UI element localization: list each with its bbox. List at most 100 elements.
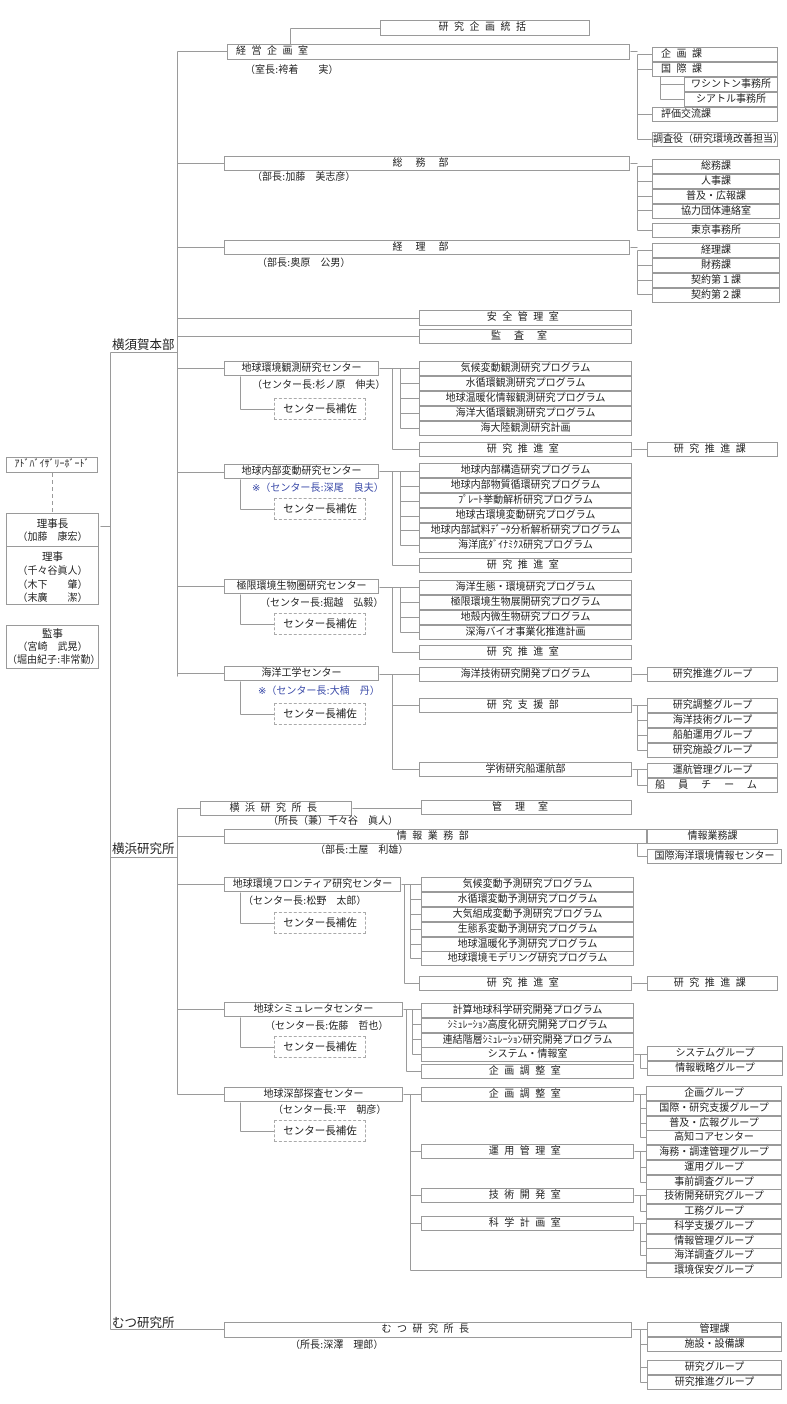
promotion-section-box: 研究推進課 bbox=[647, 976, 778, 991]
program-box: 地球内部物質循環研究プログラム bbox=[419, 478, 632, 493]
program-box: 地球温暖化予測研究プログラム bbox=[421, 937, 634, 952]
promotion-office-box: 研究推進室 bbox=[419, 645, 632, 660]
cdex-office-box: 科学計画室 bbox=[421, 1216, 634, 1231]
dept-head: （部長:奥原 公男） bbox=[257, 258, 351, 269]
center-box: 地球内部変動研究センター bbox=[224, 464, 379, 479]
group-box: 運航管理グループ bbox=[647, 763, 778, 778]
promotion-office-box: 研究推進室 bbox=[419, 976, 632, 991]
center-box: 地球深部探査センター bbox=[224, 1087, 403, 1102]
section-box: 総務課 bbox=[652, 159, 780, 174]
director-name: （末廣 潔） bbox=[17, 593, 88, 604]
director-name: （木下 肇） bbox=[17, 580, 88, 591]
president-box: 理事長 （加藤 康宏） 理事 （千々谷眞人） （木下 肇） （末廣 潔） bbox=[6, 513, 99, 605]
center-box: 地球環境フロンティア研究センター bbox=[224, 877, 401, 892]
dept-head: （部長:加藤 美志彦） bbox=[252, 172, 356, 183]
auditor-name: （堀由紀子:非常勤） bbox=[7, 655, 99, 666]
section-box: 調査役（研究環境改善担当） bbox=[652, 132, 778, 147]
center-assistant-box: センター長補佐 bbox=[274, 498, 366, 520]
planning-office-box: 企画調整室 bbox=[421, 1064, 634, 1079]
promotion-office-box: 研究推進室 bbox=[419, 558, 632, 573]
group-box: 科学支援グループ bbox=[646, 1218, 782, 1234]
mutsu-institute-label: むつ研究所 bbox=[112, 1315, 175, 1328]
center-head: （センター長:平 朝彦） bbox=[273, 1105, 387, 1116]
auditor-title: 監事 bbox=[42, 628, 63, 640]
program-box: 気候変動観測研究プログラム bbox=[419, 361, 632, 376]
group-box: 船舶運用グループ bbox=[647, 728, 778, 743]
admin-office-box: 管理室 bbox=[421, 800, 632, 815]
program-box: 地球内部試料ﾃﾞｰﾀ分析解析研究プログラム bbox=[419, 523, 632, 538]
group-box: 事前調査グループ bbox=[646, 1174, 782, 1190]
group-box: 研究推進グループ bbox=[647, 667, 778, 682]
program-box: 海洋生態・環境研究プログラム bbox=[419, 580, 632, 595]
cdex-office-box: 運用管理室 bbox=[421, 1144, 634, 1159]
program-box: 水循環変動予測研究プログラム bbox=[421, 892, 634, 907]
program-box: 海大陸観測研究計画 bbox=[419, 421, 632, 436]
section-box: 契約第２課 bbox=[652, 288, 780, 303]
section-box: 評価交流課 bbox=[652, 107, 778, 122]
yokohama-director-box: 横浜研究所長 bbox=[200, 801, 352, 816]
center-box: 地球環境観測研究センター bbox=[224, 361, 379, 376]
group-box: 海洋技術グループ bbox=[647, 713, 778, 728]
yokohama-institute-label: 横浜研究所 bbox=[112, 841, 175, 854]
center-head: （センター長:佐藤 哲也） bbox=[265, 1021, 389, 1032]
directors-title: 理事 bbox=[42, 551, 63, 563]
center-assistant-box: センター長補佐 bbox=[274, 1120, 366, 1142]
section-box: 施設・設備課 bbox=[647, 1337, 782, 1352]
audit-office-box: 監査室 bbox=[419, 329, 632, 344]
center-head: （センター長:杉ノ原 伸夫） bbox=[252, 380, 386, 391]
section-box: 研究推進グループ bbox=[647, 1375, 782, 1390]
promotion-section-box: 研究推進課 bbox=[647, 442, 778, 457]
center-head: ※（センター長:大楠 丹） bbox=[258, 686, 380, 697]
group-box: 研究調整グループ bbox=[647, 698, 778, 713]
program-box: ﾌﾟﾚｰﾄ挙動解析研究プログラム bbox=[419, 493, 632, 508]
group-box: 研究施設グループ bbox=[647, 743, 778, 758]
president-name: （加藤 康宏） bbox=[17, 532, 88, 543]
program-box: 深海バイオ事業化推進計画 bbox=[419, 625, 632, 640]
program-box: ｼﾐｭﾚｰｼｮﾝ高度化研究開発プログラム bbox=[421, 1018, 634, 1033]
section-box: 人事課 bbox=[652, 174, 780, 189]
program-box: 海洋底ﾀﾞｲﾅﾐｸｽ研究プログラム bbox=[419, 538, 632, 553]
program-box: 地球古環境変動研究プログラム bbox=[419, 508, 632, 523]
program-box: 地球温暖化情報観測研究プログラム bbox=[419, 391, 632, 406]
section-box: 情報業務課 bbox=[647, 829, 778, 844]
program-box: 海洋技術研究開発プログラム bbox=[419, 667, 632, 682]
group-box: 船員チーム bbox=[647, 778, 778, 793]
program-box: 水循環観測研究プログラム bbox=[419, 376, 632, 391]
group-box: 海洋調査グループ bbox=[646, 1248, 782, 1264]
auditor-box: 監事 （宮崎 武晃） （堀由紀子:非常勤） bbox=[6, 625, 99, 669]
center-head: ※（センター長:深尾 良夫） bbox=[252, 483, 384, 494]
yokosuka-headquarters-label: 横須賀本部 bbox=[112, 337, 175, 350]
director-name: （所長:深澤 理郎） bbox=[290, 1340, 384, 1351]
center-box: 極限環境生物圏研究センター bbox=[224, 579, 379, 594]
section-box: 国際課 bbox=[652, 62, 778, 77]
section-box: 財務課 bbox=[652, 258, 780, 273]
center-box: 海洋工学センター bbox=[224, 666, 379, 681]
center-box: 地球シミュレータセンター bbox=[224, 1002, 403, 1017]
group-box: 企画グループ bbox=[646, 1086, 782, 1101]
office-head: （室長:袴着 実） bbox=[245, 65, 339, 76]
center-assistant-box: センター長補佐 bbox=[274, 912, 366, 934]
section-box: 協力団体連絡室 bbox=[652, 204, 780, 219]
vessel-dept-box: 学術研究船運航部 bbox=[419, 762, 632, 777]
accounting-dept-box: 経理部 bbox=[224, 240, 630, 255]
section-box: 経理課 bbox=[652, 243, 780, 258]
section-box: 企画課 bbox=[652, 47, 778, 62]
center-assistant-box: センター長補佐 bbox=[274, 613, 366, 635]
program-box: 極限環境生物展開研究プログラム bbox=[419, 595, 632, 610]
director-name: （千々谷眞人） bbox=[17, 566, 88, 577]
group-box: 海務・調達管理グループ bbox=[646, 1145, 782, 1160]
group-box: 国際・研究支援グループ bbox=[646, 1100, 782, 1116]
cdex-office-box: 企画調整室 bbox=[421, 1087, 634, 1102]
section-box: 東京事務所 bbox=[652, 223, 780, 238]
systems-office-box: システム・情報室 bbox=[421, 1047, 634, 1062]
center-assistant-box: センター長補佐 bbox=[274, 398, 366, 420]
group-box: システムグループ bbox=[647, 1046, 783, 1061]
program-box: 大気組成変動予測研究プログラム bbox=[421, 907, 634, 922]
group-box: 運用グループ bbox=[646, 1159, 782, 1175]
center-assistant-box: センター長補佐 bbox=[274, 703, 366, 725]
program-box: 地殻内微生物研究プログラム bbox=[419, 610, 632, 625]
director-name: （所長（兼）千々谷 眞人） bbox=[268, 816, 398, 827]
program-box: 海洋大循環観測研究プログラム bbox=[419, 406, 632, 421]
section-box: 契約第１課 bbox=[652, 273, 780, 288]
